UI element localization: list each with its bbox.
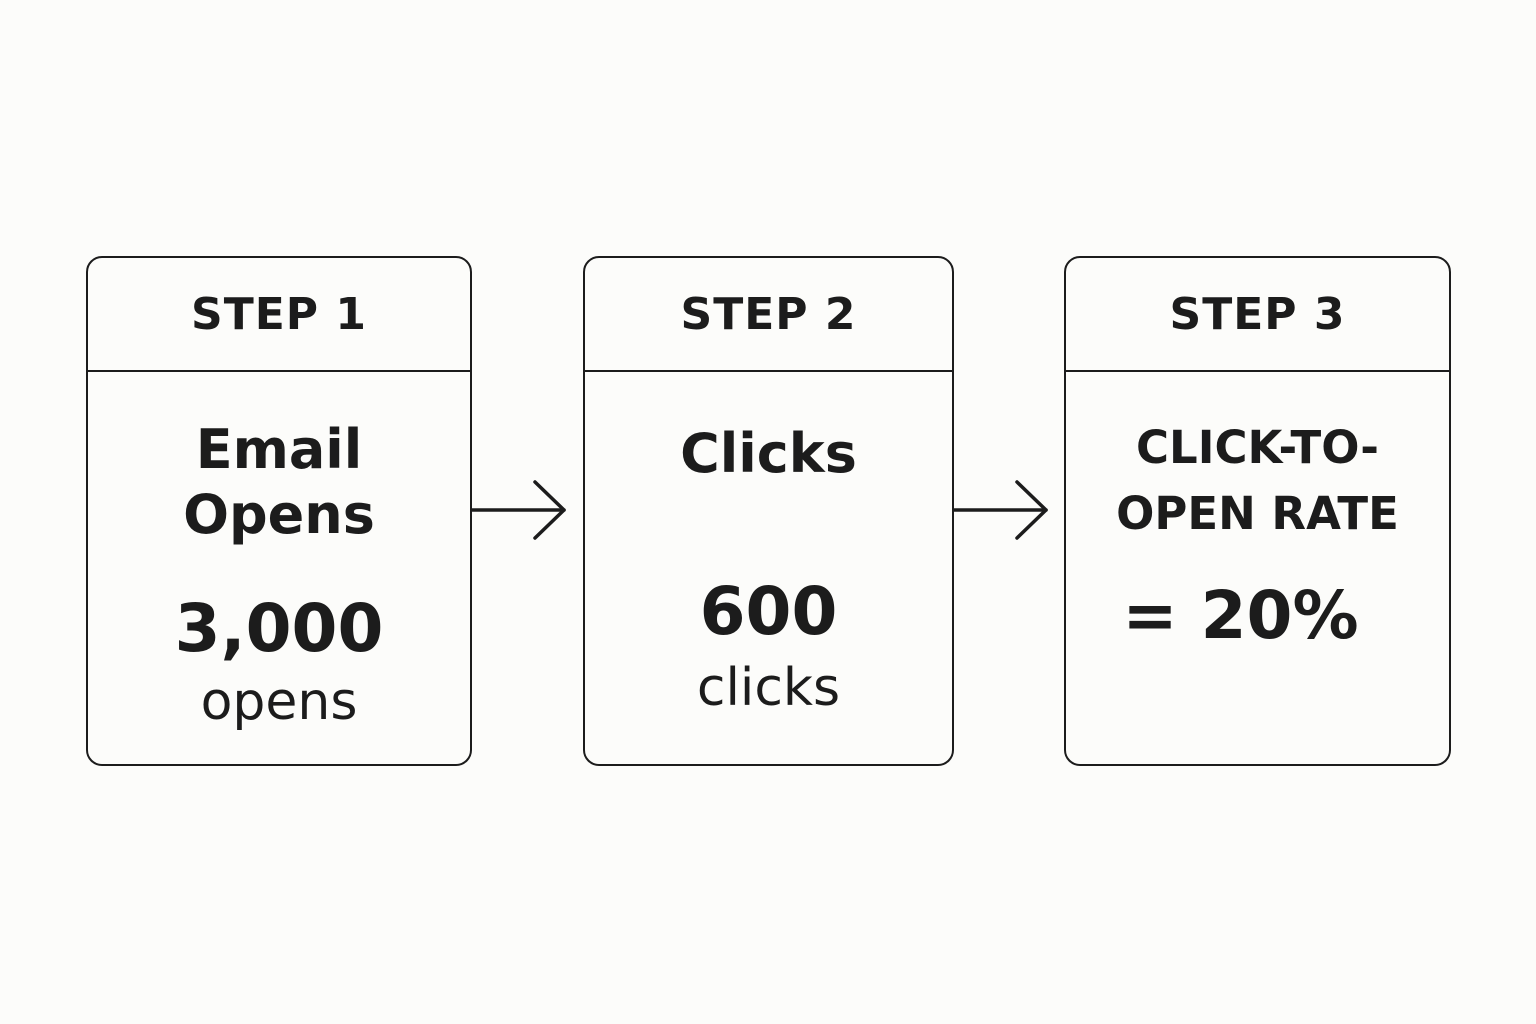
step-3-title-line-2: OPEN RATE — [1116, 487, 1399, 540]
step-1-value: 3,000 — [174, 590, 384, 667]
step-2-title-line-1: Clicks — [680, 422, 857, 485]
step-1-header: STEP 1 — [88, 258, 470, 372]
step-3-value: = 20% — [1122, 577, 1359, 654]
step-1-unit: opens — [200, 672, 358, 732]
step-1-title-line-1: Email — [195, 418, 363, 481]
step-2-value: 600 — [699, 573, 838, 650]
step-1-title-line-2: Opens — [183, 483, 375, 546]
step-3-card: STEP 3 CLICK-TO- OPEN RATE = 20% — [1064, 256, 1451, 766]
step-3-title-line-1: CLICK-TO- — [1136, 421, 1379, 474]
arrow-right-icon — [952, 480, 1048, 540]
arrow-right-icon — [470, 480, 566, 540]
step-2-header: STEP 2 — [585, 258, 952, 372]
step-2-card: STEP 2 Clicks 600 clicks — [583, 256, 954, 766]
step-1-card: STEP 1 Email Opens 3,000 opens — [86, 256, 472, 766]
step-3-header: STEP 3 — [1066, 258, 1449, 372]
step-2-unit: clicks — [696, 658, 841, 718]
